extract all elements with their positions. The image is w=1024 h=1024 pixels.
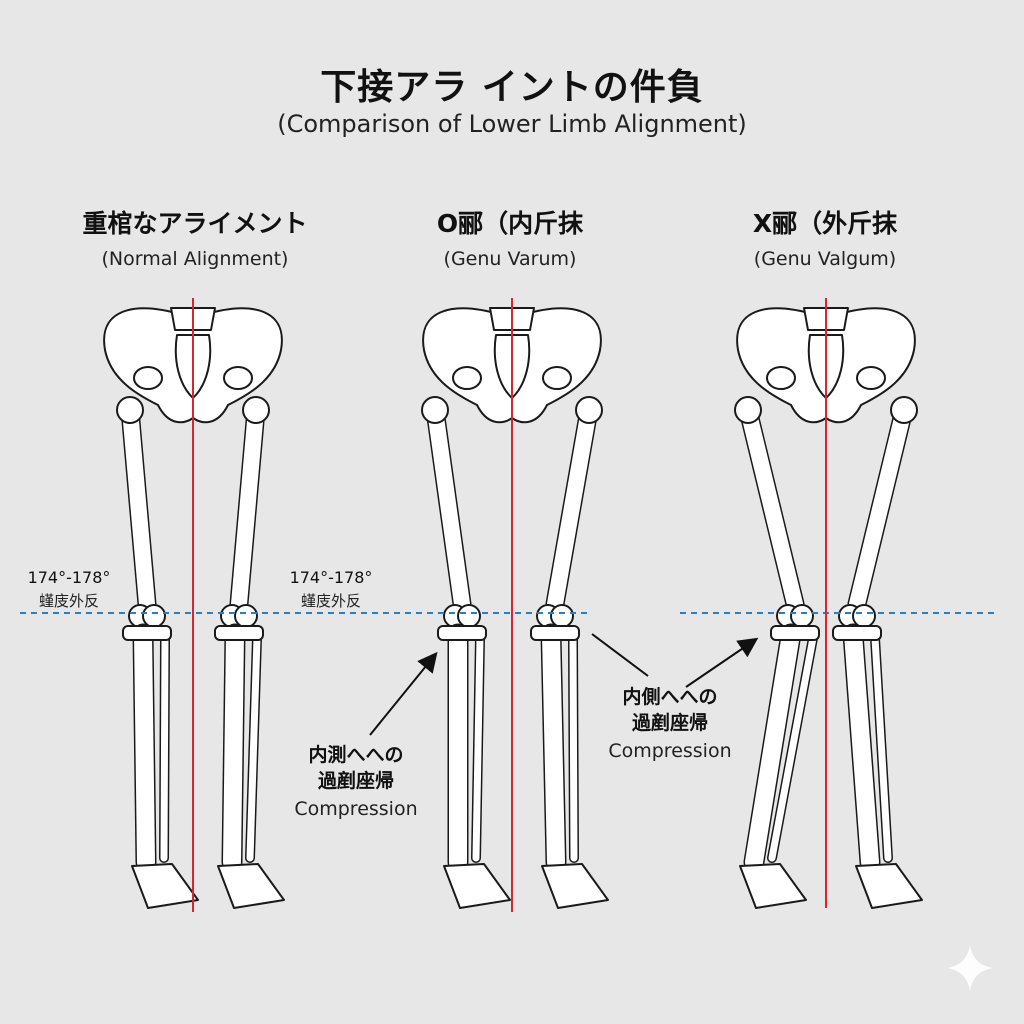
panel-valgum-subtitle: (Genu Valgum) [753,248,897,270]
valgum-right-leg-tibia [844,625,879,871]
varum-right-leg-lateral-condyle [550,604,574,628]
panel-varum-title: O郦（内斤抹 [436,209,584,238]
valgum-left-obturator [766,366,796,390]
angle-value-right: 174°-178° [289,568,373,587]
compression-arrow-varum [369,651,438,736]
angle-value-left: 174°-178° [27,568,111,587]
normal-left-leg-lateral-condyle [142,604,166,628]
compression-varum-line2: 過剷座帰 [317,770,394,792]
normal-right-leg-femur [231,402,264,612]
angle-caption-right: 螼庋外反 [300,592,361,610]
skeleton-normal [103,307,285,909]
normal-left-leg-tibial-plateau [122,625,172,641]
valgum-left-leg-femur [740,402,803,612]
skeleton-varum [421,307,609,909]
panel-varum-subtitle: (Genu Varum) [443,248,577,270]
compression-note-valgum: 内側へへの 過剷座帰 Compression [590,684,750,762]
normal-right-leg-tibia [223,625,244,871]
skeleton-valgum [734,307,923,909]
valgum-left-leg-femoral-head [734,396,762,424]
normal-left-leg-fibula [160,634,169,862]
varum-left-leg-lateral-condyle [457,604,481,628]
valgum-left-leg-tibia [745,625,800,871]
normal-right-obturator [223,366,253,390]
angle-label-left: 174°-178° 螼庋外反 [14,568,124,611]
varum-left-leg-femur [427,402,470,612]
panel-normal-header: 重棺なアライメント (Normal Alignment) [50,204,340,270]
normal-left-leg-femoral-head [116,396,144,424]
varum-right-leg-femur [547,402,597,612]
compression-arrow-valgum [685,637,759,688]
normal-left-leg-femur [122,402,155,612]
panel-normal-title: 重棺なアライメント [82,209,308,238]
valgum-right-leg-fibula [871,634,892,862]
varum-right-leg-tibia [542,625,565,871]
normal-left-obturator [133,366,163,390]
valgum-left-leg-foot [739,863,807,909]
panel-normal-subtitle: (Normal Alignment) [101,248,289,270]
normal-right-leg-tibial-plateau [214,625,264,641]
normal-right-leg-lateral-condyle [234,604,258,628]
varum-left-leg-fibula [472,634,484,862]
normal-right-leg-fibula [246,634,261,862]
valgum-left-leg-tibial-plateau [770,625,820,641]
varum-left-leg-tibial-plateau [437,625,487,641]
compression-note-varum: 内測へへの 過剷座帰 Compression [276,742,436,820]
sparkle-icon [947,945,993,991]
page-subtitle: (Comparison of Lower Limb Alignment) [277,110,747,138]
panel-valgum-header: X郦（外斤抹 (Genu Valgum) [680,204,970,270]
valgum-right-leg-femur [849,402,912,612]
varum-right-leg-foot [541,863,609,909]
angle-caption-left: 螼庋外反 [38,592,99,610]
panel-varum-header: O郦（内斤抹 (Genu Varum) [365,204,655,270]
normal-left-leg-tibia [134,625,155,871]
valgum-left-leg-fibula [768,634,817,862]
valgum-right-obturator [856,366,886,390]
compression-valgum-english: Compression [608,740,732,762]
normal-right-leg-femoral-head [242,396,270,424]
varum-right-leg-femoral-head [575,396,603,424]
page-title: 下接アラ イントの件負 [320,67,704,108]
compression-pointer-valgum [591,633,649,677]
valgum-right-leg-foot [855,863,923,909]
valgum-left-leg-lateral-condyle [790,604,814,628]
compression-varum-english: Compression [294,798,418,820]
compression-valgum-line2: 過剷座帰 [631,712,708,734]
compression-varum-line1: 内測へへの [308,744,404,766]
varum-left-leg-femoral-head [421,396,449,424]
normal-left-leg-foot [131,863,199,909]
normal-right-leg-foot [217,863,285,909]
varum-right-obturator [542,366,572,390]
panel-valgum-title: X郦（外斤抹 [752,209,898,238]
varum-right-leg-tibial-plateau [530,625,580,641]
valgum-right-leg-tibial-plateau [832,625,882,641]
varum-left-obturator [452,366,482,390]
valgum-right-leg-lateral-condyle [852,604,876,628]
varum-left-leg-foot [443,863,511,909]
angle-label-right: 174°-178° 螼庋外反 [276,568,386,611]
valgum-right-leg-femoral-head [890,396,918,424]
compression-valgum-line1: 内側へへの [622,686,718,708]
varum-right-leg-fibula [569,634,578,862]
